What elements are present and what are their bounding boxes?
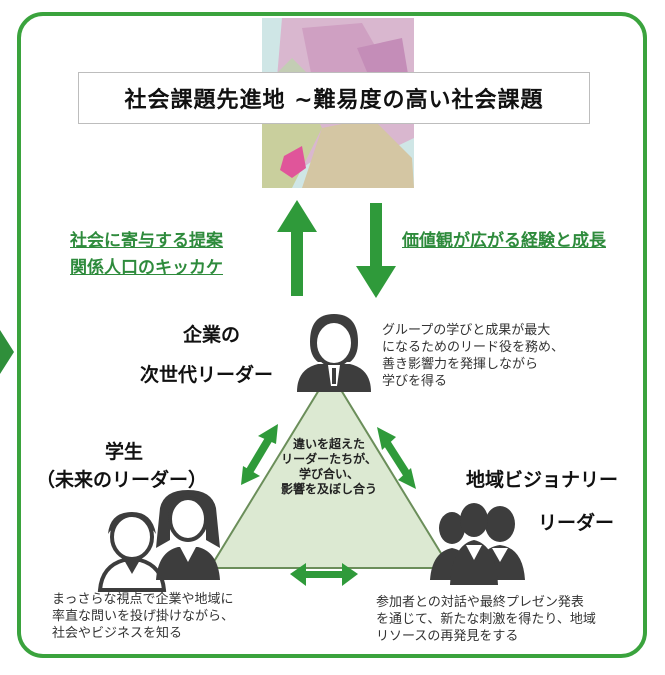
- up-arrow-icon: [277, 200, 317, 296]
- student-description: まっさらな視点で企業や地域に 率直な問いを投げ掛けながら、 社会やビジネスを知る: [52, 592, 235, 641]
- regional-heading-line2: リーダー: [538, 512, 615, 534]
- center-triangle: [208, 370, 452, 569]
- corporate-heading-line2: 次世代リーダー: [140, 364, 274, 386]
- page-title: 社会課題先進地 ~難易度の高い社会課題: [124, 88, 544, 113]
- diagram-frame: [17, 12, 647, 658]
- group-leaders-icon: [430, 503, 525, 585]
- right-label: 価値観が広がる経験と成長: [402, 231, 606, 251]
- student-heading-line2: （未来のリーダー）: [36, 469, 208, 491]
- left-label-line2: 関係人口のキッカケ: [70, 258, 223, 278]
- corporate-heading-line1: 企業の: [183, 324, 241, 346]
- corporate-description: グループの学びと成果が最大 になるためのリード役を務め、 善き影響力を発揮しなが…: [382, 323, 565, 389]
- left-label-line1: 社会に寄与する提案: [70, 231, 223, 251]
- title-box: 社会課題先進地 ~難易度の高い社会課題: [78, 72, 590, 124]
- right-double-arrow-icon: [377, 427, 416, 489]
- person-suit-icon: [297, 314, 371, 392]
- students-icon: [97, 490, 220, 592]
- regional-description: 参加者との対話や最終プレゼン発表 を通じて、新たな刺激を得たり、地域 リソースの…: [376, 595, 596, 644]
- student-heading-line1: 学生: [105, 441, 144, 463]
- triangle-text: 違いを超えた リーダーたちが、 学び合い、 影響を及ぼし合う: [280, 437, 377, 496]
- left-double-arrow-icon: [241, 424, 278, 485]
- side-chevron: [0, 330, 14, 374]
- regional-heading-line1: 地域ビジョナリー: [466, 469, 619, 491]
- horizontal-double-arrow-icon: [290, 563, 358, 586]
- down-arrow-icon: [356, 203, 396, 298]
